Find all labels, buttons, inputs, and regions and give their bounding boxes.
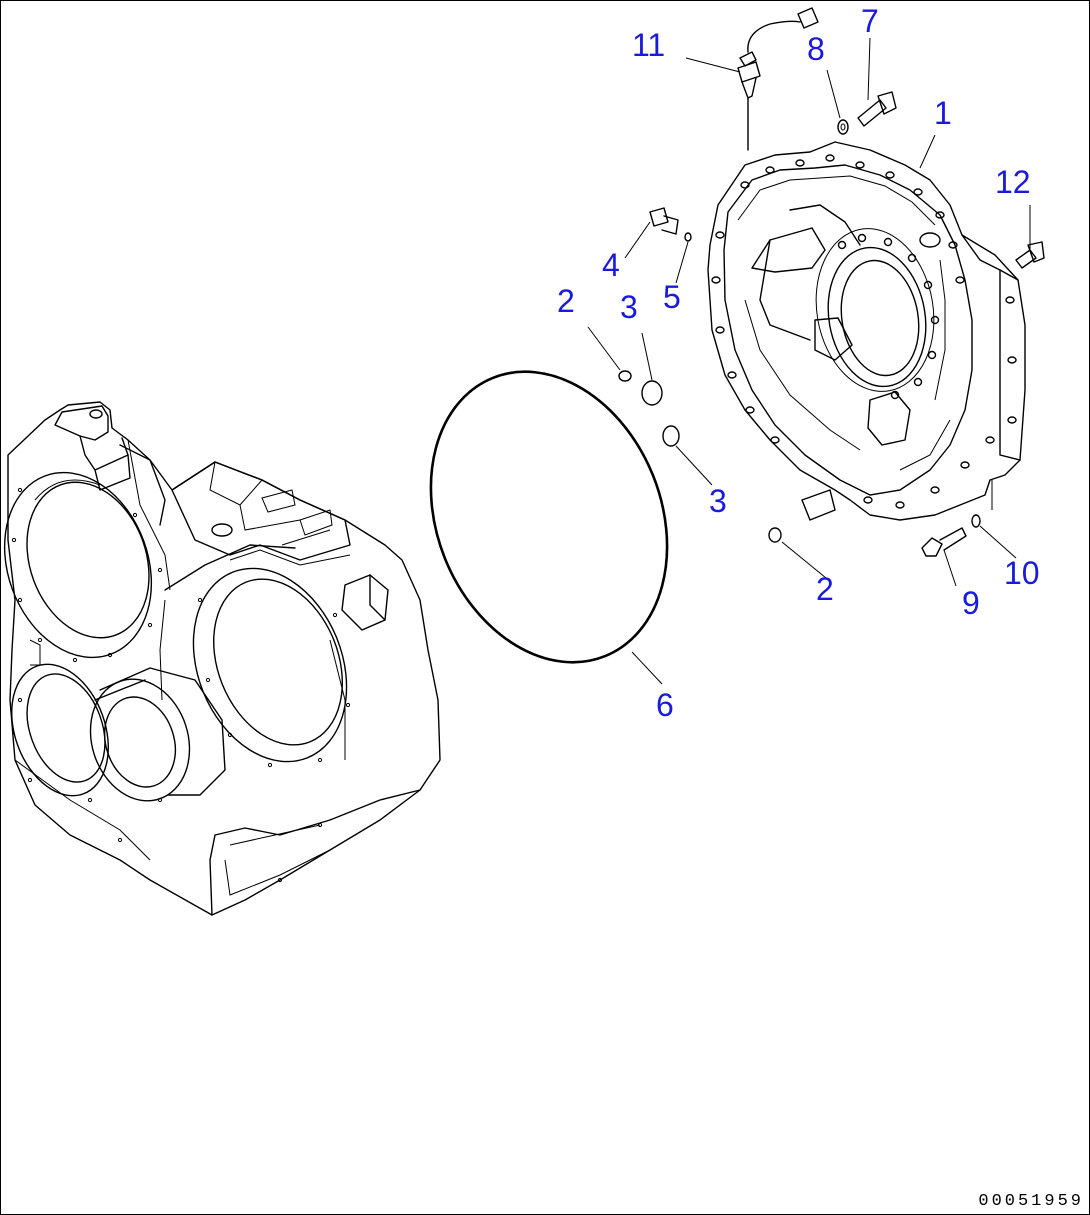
drawing-code: 00051959: [978, 1192, 1084, 1211]
transmission-case: [3, 401, 441, 916]
callout-12: 12: [995, 164, 1031, 200]
o-ring-2a: [618, 370, 632, 382]
callout-10: 10: [1004, 555, 1040, 591]
callout-2b: 2: [816, 571, 834, 607]
o-ring-3b: [662, 425, 680, 447]
o-ring-5: [684, 232, 692, 242]
fitting-4: [649, 207, 679, 235]
callout-7: 7: [861, 3, 879, 39]
gasket-ring: [429, 370, 669, 664]
callout-9: 9: [962, 585, 980, 621]
callout-6: 6: [656, 687, 674, 723]
callout-11: 11: [632, 27, 665, 63]
o-ring-2b: [768, 527, 782, 543]
callout-3b: 3: [709, 483, 727, 519]
callout-4: 4: [602, 247, 620, 283]
bolt-7: [857, 91, 897, 127]
callout-8: 8: [807, 31, 825, 67]
callout-3a: 3: [620, 289, 638, 325]
callout-1: 1: [934, 95, 952, 131]
speed-sensor: [737, 7, 819, 151]
washer-8: [837, 119, 849, 135]
callout-numbers: 1 2 2 3 3 4 5 6 7 8 9 10 11 12: [557, 3, 1040, 723]
o-ring-3a: [641, 380, 663, 406]
flywheel-housing: [707, 141, 1026, 521]
washer-10: [971, 514, 981, 528]
bolt-9: [921, 527, 967, 557]
leader-lines: [587, 37, 1031, 685]
callout-2a: 2: [557, 283, 575, 319]
plug-12: [1015, 241, 1045, 269]
callout-5: 5: [663, 279, 681, 315]
